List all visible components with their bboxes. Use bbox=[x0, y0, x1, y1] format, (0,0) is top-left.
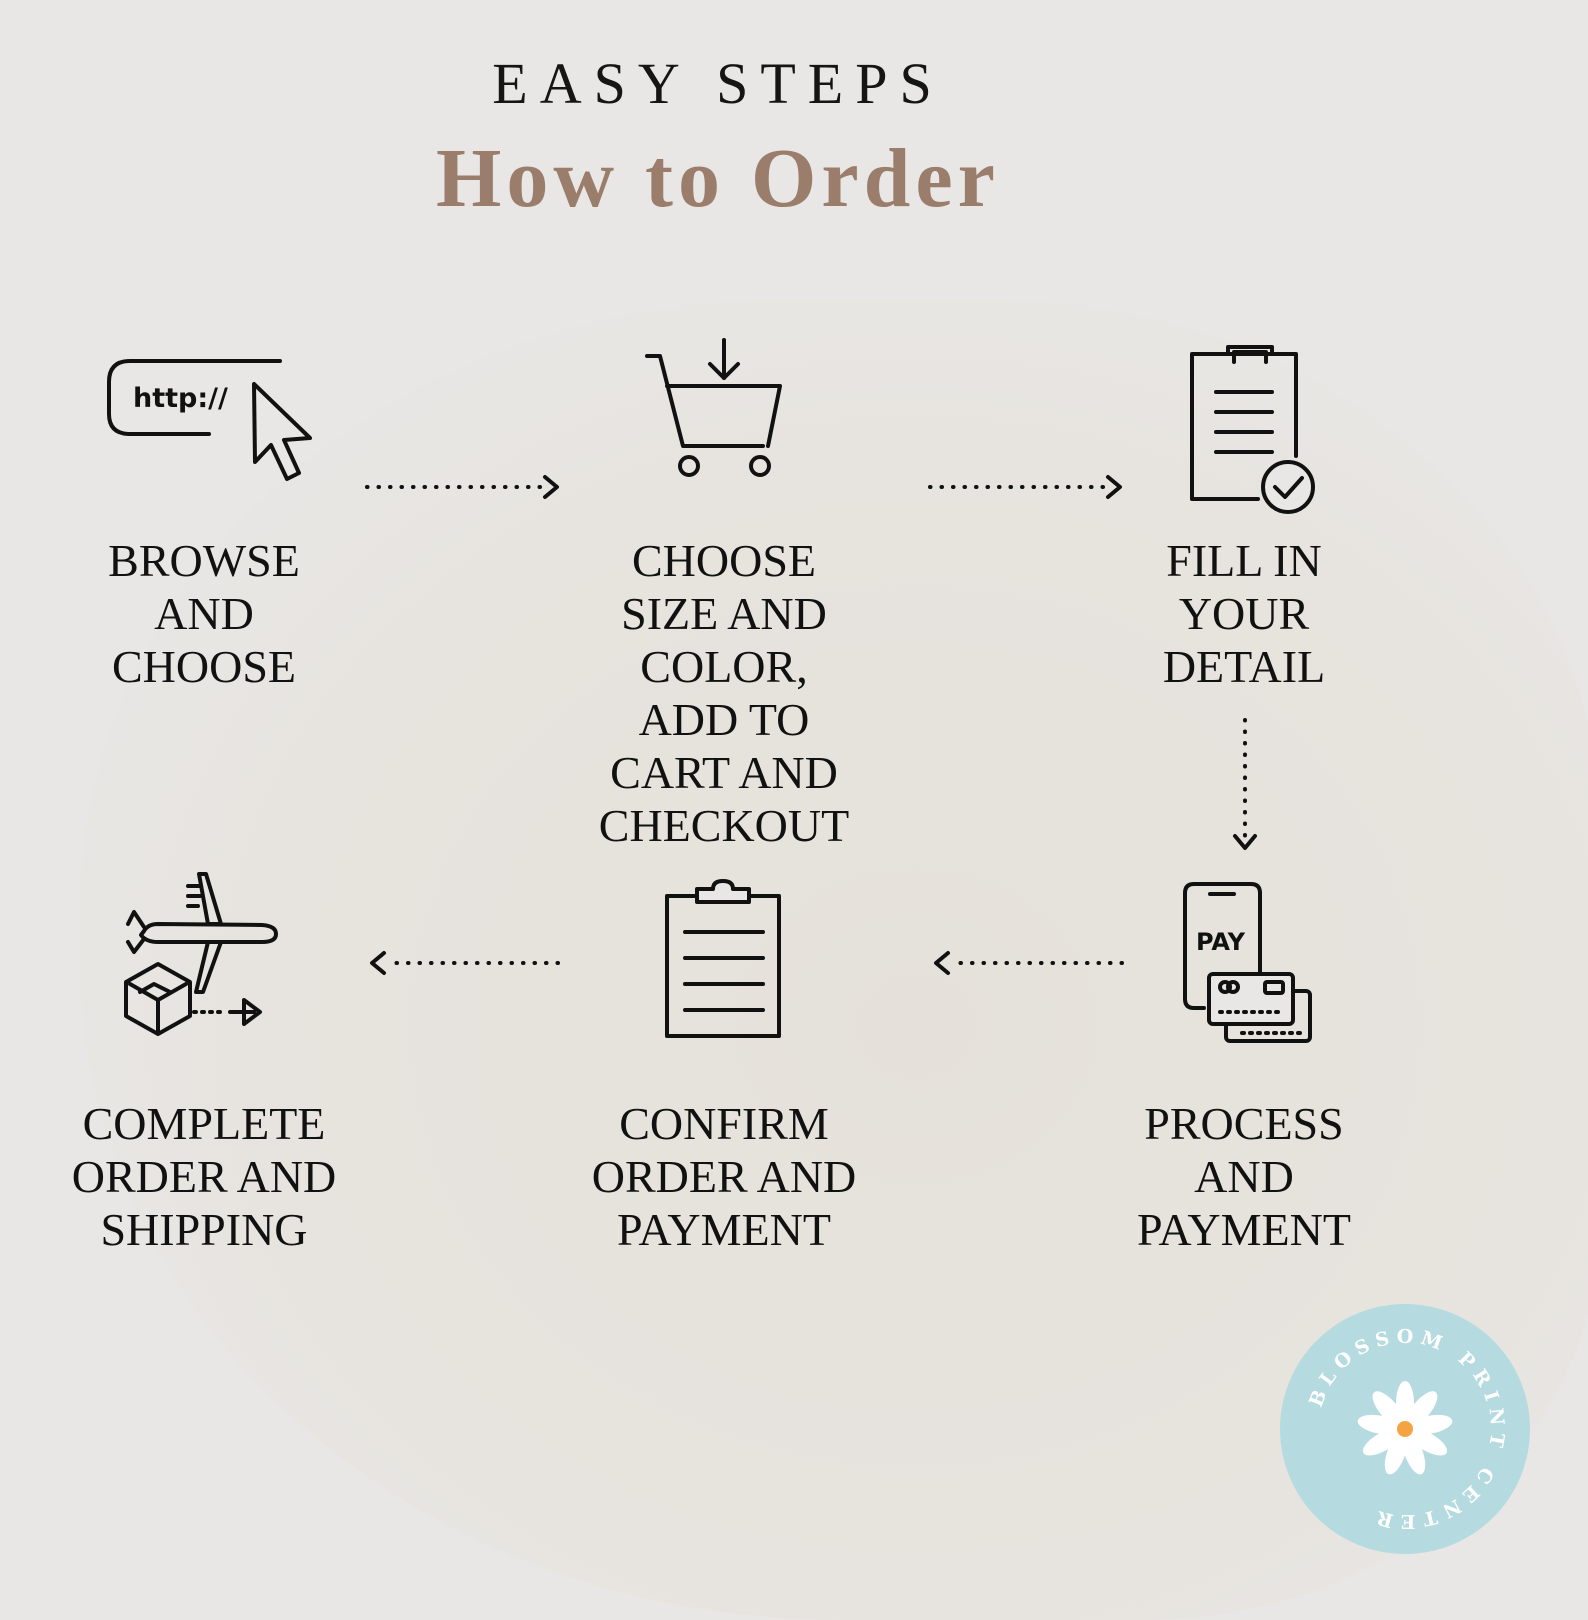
arrow-step4-to-step5 bbox=[928, 950, 1128, 976]
page-title: How to Order bbox=[436, 132, 1000, 225]
arrow-step5-to-step6 bbox=[364, 950, 564, 976]
header-kicker: EASY STEPS bbox=[492, 51, 944, 116]
brand-logo: BLOSSOM PRINT CENTER bbox=[1280, 1304, 1530, 1554]
pay-text: PAY bbox=[1196, 928, 1246, 956]
clipboard-check-icon bbox=[1190, 344, 1320, 514]
arrow-step3-to-step4 bbox=[1232, 718, 1258, 854]
step-label-details: FILL IN YOUR DETAIL bbox=[1162, 535, 1326, 692]
clipboard-icon bbox=[665, 879, 783, 1040]
shopping-cart-icon bbox=[645, 338, 795, 488]
browser-cursor-icon: http:// bbox=[105, 358, 320, 483]
step-label-shipping: COMPLETE ORDER AND SHIPPING bbox=[71, 1098, 337, 1255]
step-label-confirm: CONFIRM ORDER AND PAYMENT bbox=[591, 1098, 857, 1255]
step-label-cart: CHOOSE SIZE AND COLOR, ADD TO CART AND C… bbox=[598, 535, 850, 851]
daisy-flower-icon bbox=[1357, 1381, 1453, 1475]
airplane-package-icon bbox=[120, 872, 280, 1047]
step-label-payment: PROCESS AND PAYMENT bbox=[1137, 1098, 1351, 1255]
mobile-payment-icon: PAY bbox=[1182, 882, 1317, 1047]
arrow-step2-to-step3 bbox=[928, 474, 1128, 500]
url-text: http:// bbox=[133, 383, 228, 414]
step-label-browse: BROWSE AND CHOOSE bbox=[108, 535, 300, 692]
arrow-step1-to-step2 bbox=[365, 474, 565, 500]
